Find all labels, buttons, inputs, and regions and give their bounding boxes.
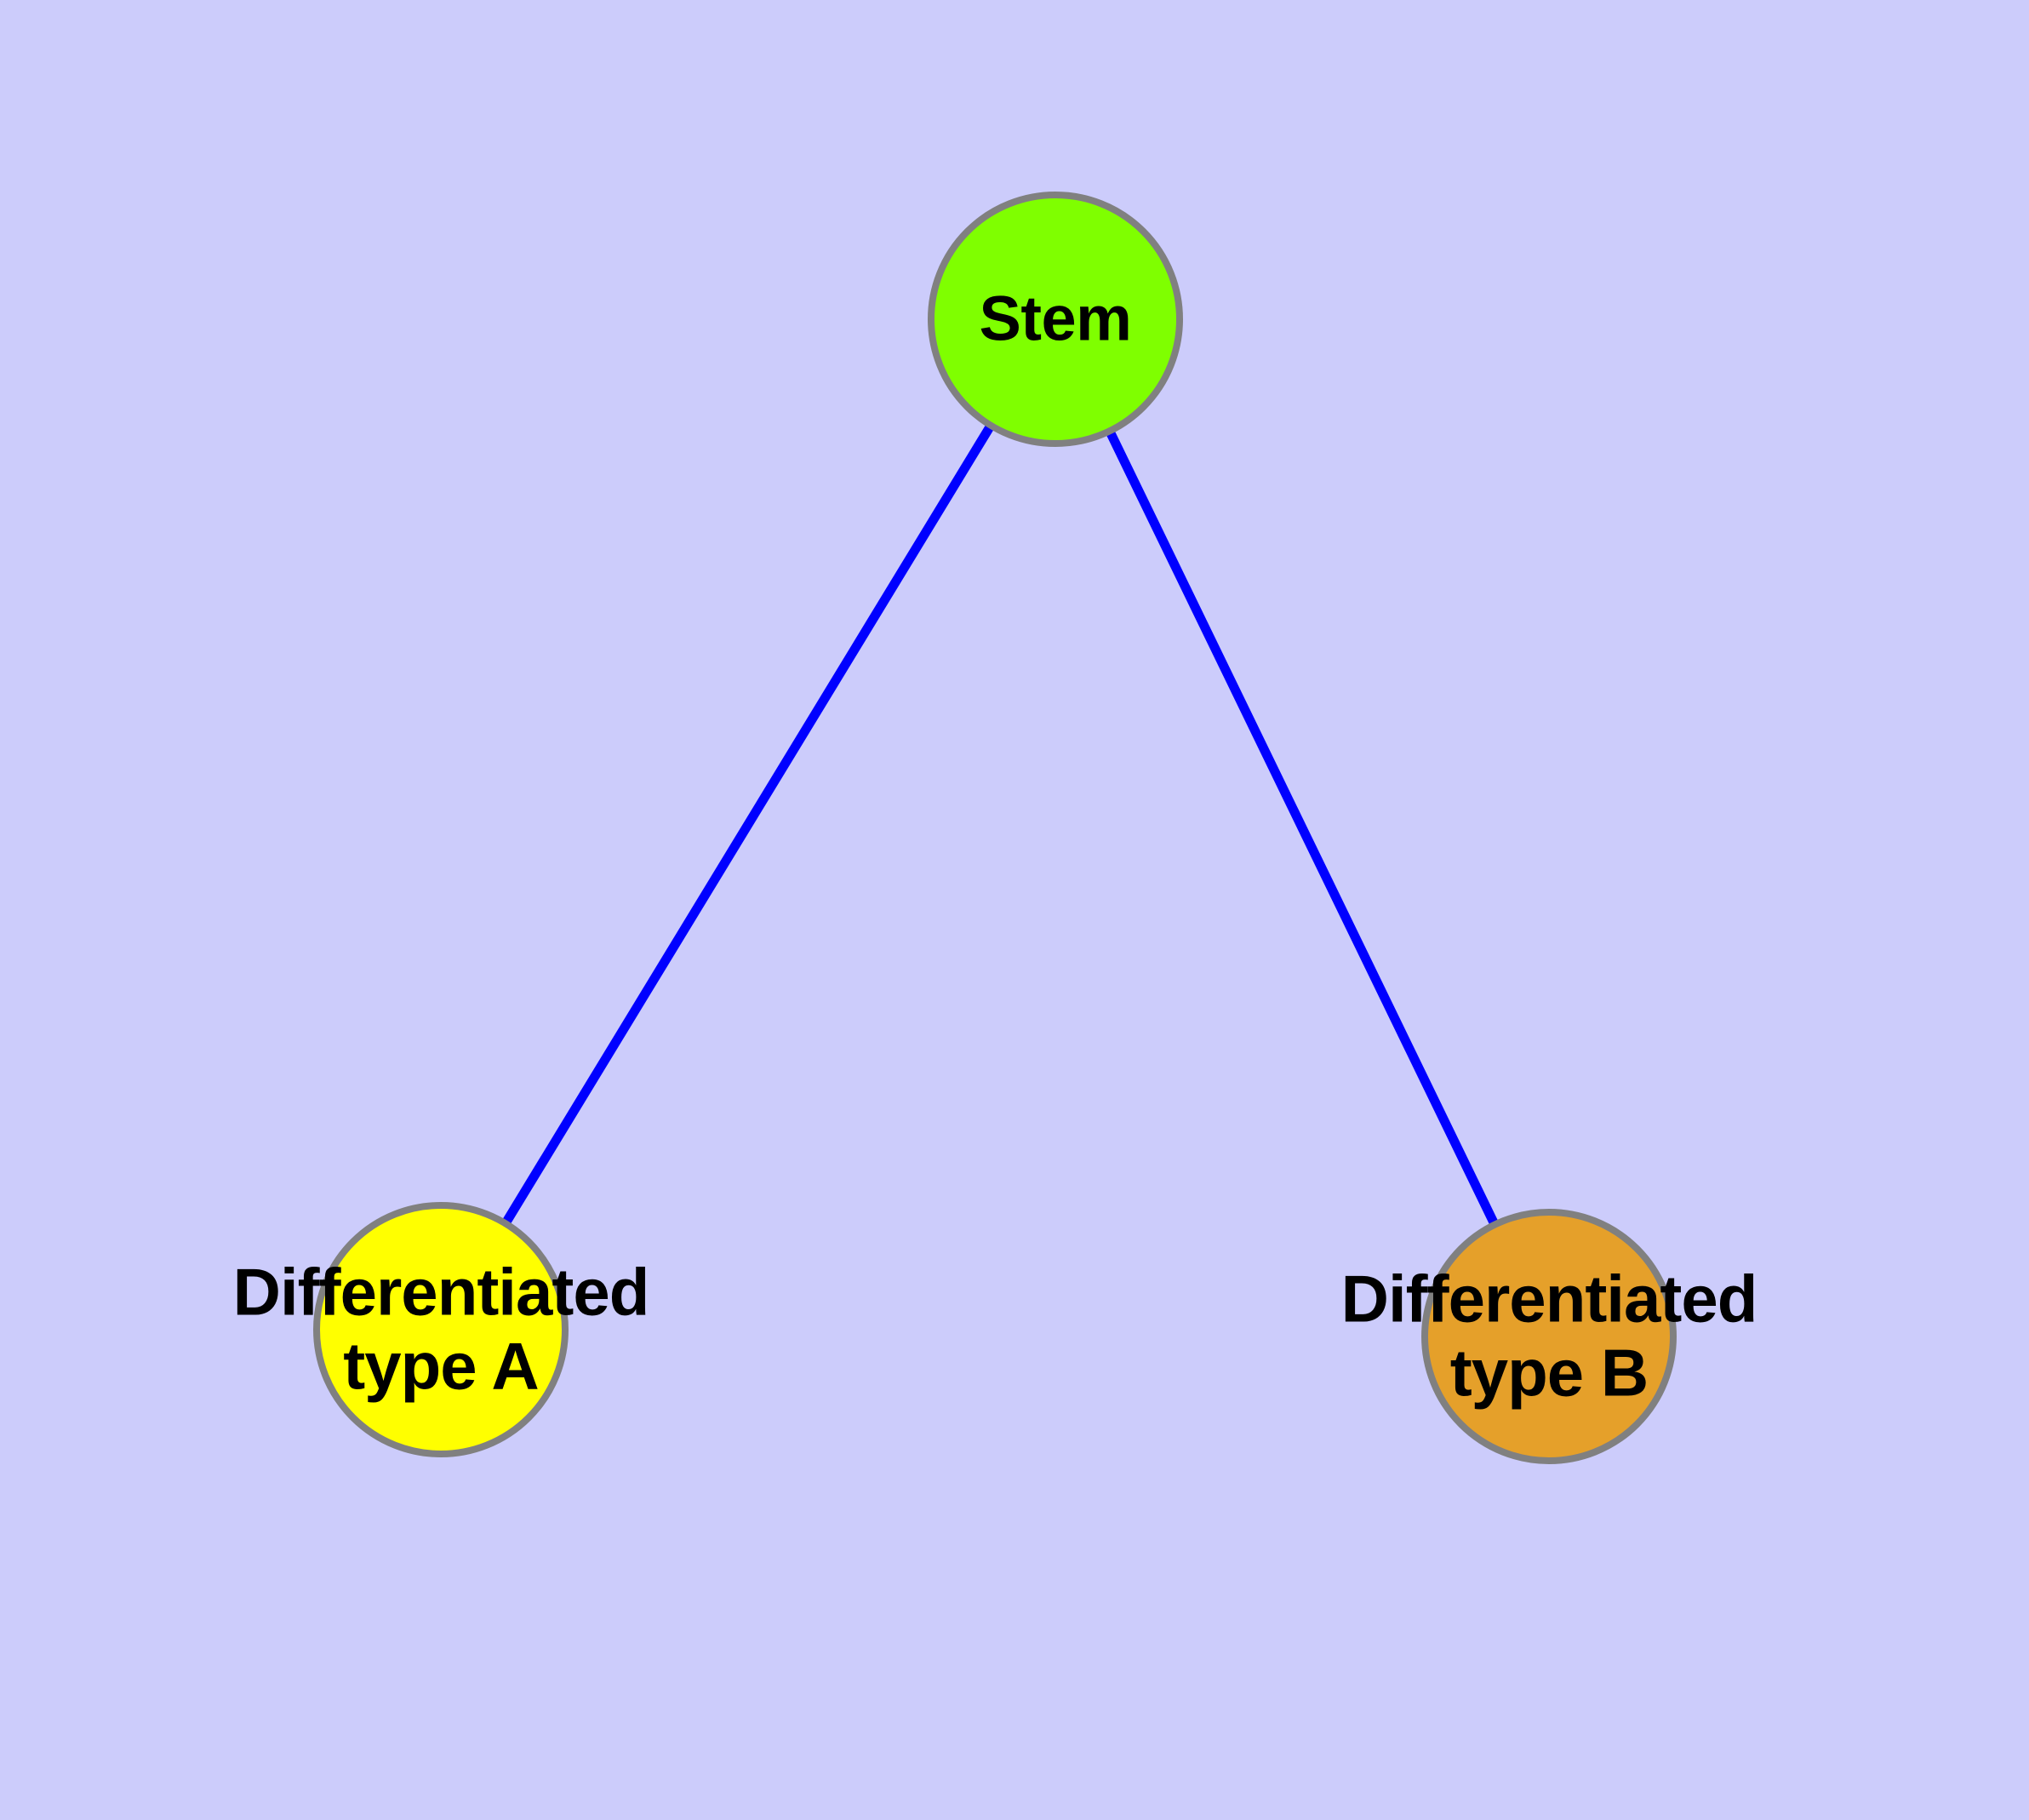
graph-edge-stem-to-b[interactable] <box>1106 430 1499 1226</box>
node-layer <box>313 192 1677 1464</box>
edge-layer <box>502 424 1499 1226</box>
graph-edge-stem-to-a[interactable] <box>502 424 994 1225</box>
graph-node-stem[interactable] <box>928 192 1183 447</box>
graph-node-diff_b[interactable] <box>1421 1209 1677 1464</box>
graph-node-diff_a[interactable] <box>313 1202 569 1457</box>
